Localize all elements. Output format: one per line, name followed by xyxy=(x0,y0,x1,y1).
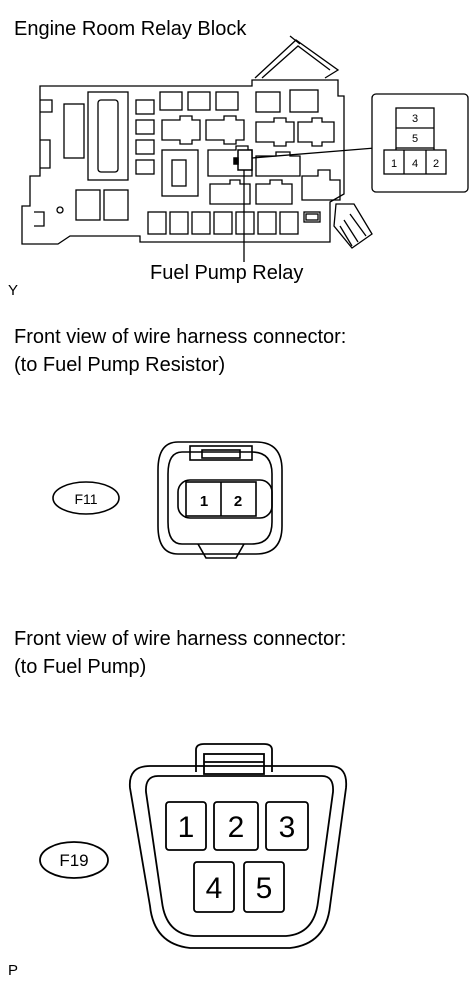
fuel-pump-relay-label: Fuel Pump Relay xyxy=(150,262,304,284)
relay-pin-1: 1 xyxy=(391,158,397,170)
corner-code-p: P xyxy=(8,962,19,979)
f19-heading-line1: Front view of wire harness connector: xyxy=(14,628,347,650)
relay-pin-5: 5 xyxy=(412,133,418,145)
f19-connector-diagram: F19 1 2 3 4 5 xyxy=(39,743,348,949)
relay-pin-2: 2 xyxy=(433,158,439,170)
relay-block-diagram: 3 5 1 4 2 xyxy=(21,35,469,262)
f11-heading-line2: (to Fuel Pump Resistor) xyxy=(14,354,226,376)
relay-block-title: Engine Room Relay Block xyxy=(14,18,247,40)
f19-pin-3: 3 xyxy=(279,811,296,844)
corner-code-y: Y xyxy=(8,282,19,299)
f19-pin-2: 2 xyxy=(228,811,245,844)
relay-pin-3: 3 xyxy=(412,113,418,125)
f19-pin-1: 1 xyxy=(178,811,195,844)
f11-heading-line1: Front view of wire harness connector: xyxy=(14,326,347,348)
f11-connector-diagram: F11 1 2 xyxy=(52,441,283,559)
f19-code: F19 xyxy=(59,851,88,870)
f19-pin-4: 4 xyxy=(206,872,223,905)
f19-pin-5: 5 xyxy=(256,872,273,905)
f11-pin-1: 1 xyxy=(200,493,208,510)
f19-heading-line2: (to Fuel Pump) xyxy=(14,656,147,678)
f11-code: F11 xyxy=(74,491,97,507)
relay-pin-4: 4 xyxy=(412,158,418,170)
f11-pin-2: 2 xyxy=(234,493,242,510)
